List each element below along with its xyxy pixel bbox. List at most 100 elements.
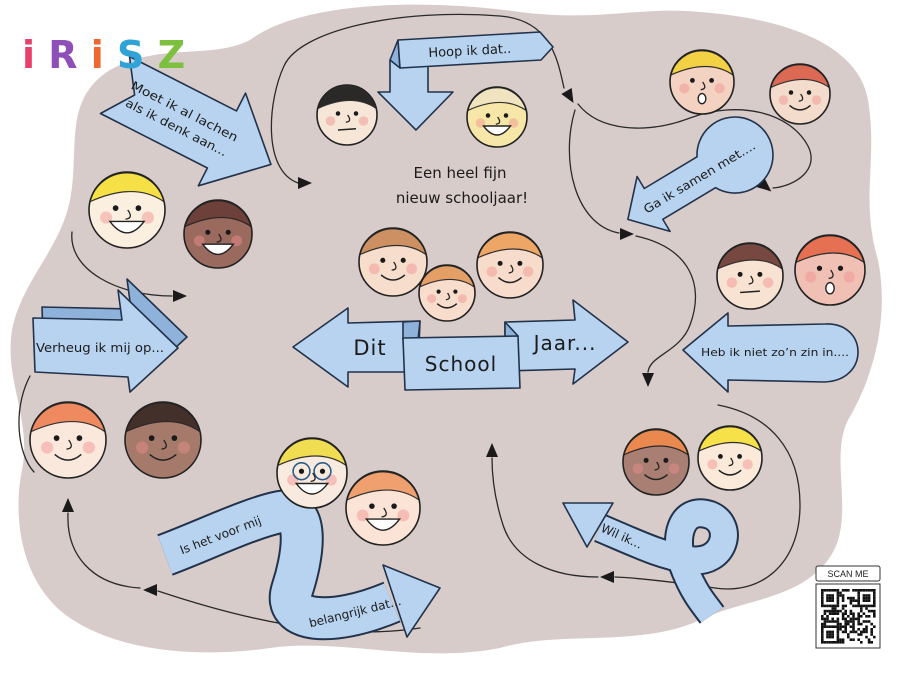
connector-line — [18, 375, 35, 473]
qr-module — [836, 638, 840, 641]
qr-module — [862, 589, 866, 592]
label-verheug: Verheug ik mij op... — [36, 341, 164, 355]
qr-module — [865, 630, 868, 634]
label-hoop-ik-dat: Hoop ik dat.. — [428, 42, 512, 61]
qr-module — [849, 596, 853, 600]
logo-letter: Z — [158, 33, 186, 77]
arrow-wil-ik: Wil ik... — [562, 498, 739, 624]
qr-module — [826, 609, 829, 613]
qr-module — [826, 633, 829, 636]
qr-module — [867, 609, 871, 613]
face-top-dark-hair — [316, 84, 378, 146]
qr-module — [826, 620, 829, 623]
qr-module — [821, 628, 824, 631]
qr-module — [841, 594, 845, 597]
face-surprised-cheek-right — [714, 83, 725, 94]
face-glasses-hair — [277, 438, 347, 467]
face-orange-hair-left-eye-right — [76, 435, 83, 441]
qr-module — [865, 596, 868, 600]
arrowhead-icon — [561, 87, 574, 104]
qr-module — [826, 604, 829, 608]
ribbon-flag — [397, 31, 554, 69]
qr-module — [860, 633, 863, 636]
qr-module — [828, 612, 832, 615]
face-worried-eye-left — [816, 265, 823, 271]
face-center-1-mouth — [380, 274, 406, 281]
face-worried-cheek-right — [843, 271, 855, 283]
qr-module — [849, 620, 853, 623]
qr-module — [870, 604, 873, 608]
qr-module — [854, 630, 858, 634]
arrow-head — [382, 564, 441, 638]
qr-module — [873, 609, 876, 613]
qr-module — [857, 612, 860, 615]
connector-line — [491, 457, 599, 578]
qr-module — [839, 609, 842, 613]
qr-module — [821, 622, 824, 626]
qr-module — [865, 625, 868, 628]
qr-module — [828, 635, 832, 639]
qr-module — [865, 607, 868, 610]
qr-module — [857, 604, 860, 608]
qr-module — [836, 594, 840, 597]
face-brown-left-mouth — [201, 243, 235, 256]
qr-module — [844, 604, 847, 608]
qr-module — [873, 599, 876, 602]
qr-module — [860, 641, 863, 644]
qr-module — [860, 609, 863, 613]
qr-module — [844, 617, 847, 621]
qr-module — [836, 622, 840, 626]
face-surprised-mouth — [697, 92, 707, 105]
qr-module — [841, 625, 845, 628]
bubble-arrow-shape — [627, 116, 774, 233]
qr-module — [849, 638, 853, 641]
face-center-3-eye-left — [497, 260, 503, 266]
face-red-hair — [769, 63, 831, 125]
qr-module — [849, 609, 853, 613]
qr-module — [839, 628, 842, 631]
face-doubtful — [716, 242, 784, 310]
face-center-2-hair — [418, 265, 476, 289]
logo-letter: R — [48, 33, 77, 77]
qr-module — [873, 596, 876, 600]
qr-module — [870, 589, 873, 592]
qr-module — [857, 628, 860, 631]
arrow-verheug: Verheug ik mij op... — [32, 278, 188, 393]
qr-module — [836, 612, 840, 615]
qr-module — [836, 591, 840, 595]
qr-module — [870, 609, 873, 613]
qr-module — [873, 612, 876, 615]
face-orange-bottom-nose — [381, 507, 387, 518]
qr-module — [862, 599, 866, 602]
face-glasses-glasses-right — [313, 462, 332, 481]
face-surprised-hair — [670, 50, 735, 77]
face-center-3-nose — [508, 264, 514, 274]
qr-module — [852, 589, 855, 592]
face-center-2-mouth — [436, 303, 458, 309]
face-center-1-eye-left — [380, 257, 386, 263]
arrowhead-icon — [600, 571, 614, 583]
face-orange-hair-left-cheek-right — [82, 441, 95, 454]
face-worried-mouth — [825, 281, 835, 295]
face-center-2-cheek-left — [427, 294, 437, 304]
logo-letter: i — [91, 33, 104, 77]
face-orange-bottom-eye-left — [369, 503, 375, 509]
face-dark-curly-hair — [125, 402, 201, 434]
face-surprised-cheek-left — [679, 83, 690, 94]
qr-module — [826, 589, 829, 592]
qr-module — [841, 596, 845, 600]
connector-line — [67, 512, 141, 589]
qr-module — [839, 638, 842, 641]
qr-module — [826, 641, 829, 644]
face-orange-bottom-cheek-left — [356, 509, 369, 522]
qr-module — [857, 615, 860, 618]
label-school: School — [425, 352, 497, 376]
face-dark-curly-eye-left — [148, 435, 155, 441]
qr-module — [831, 635, 834, 639]
qr-module — [857, 591, 860, 595]
qr-module — [844, 625, 847, 628]
face-blonde-left-eye-right — [135, 205, 142, 211]
face-center-3-hair — [477, 232, 543, 260]
qr-module — [836, 589, 840, 592]
connector-line — [71, 231, 173, 297]
